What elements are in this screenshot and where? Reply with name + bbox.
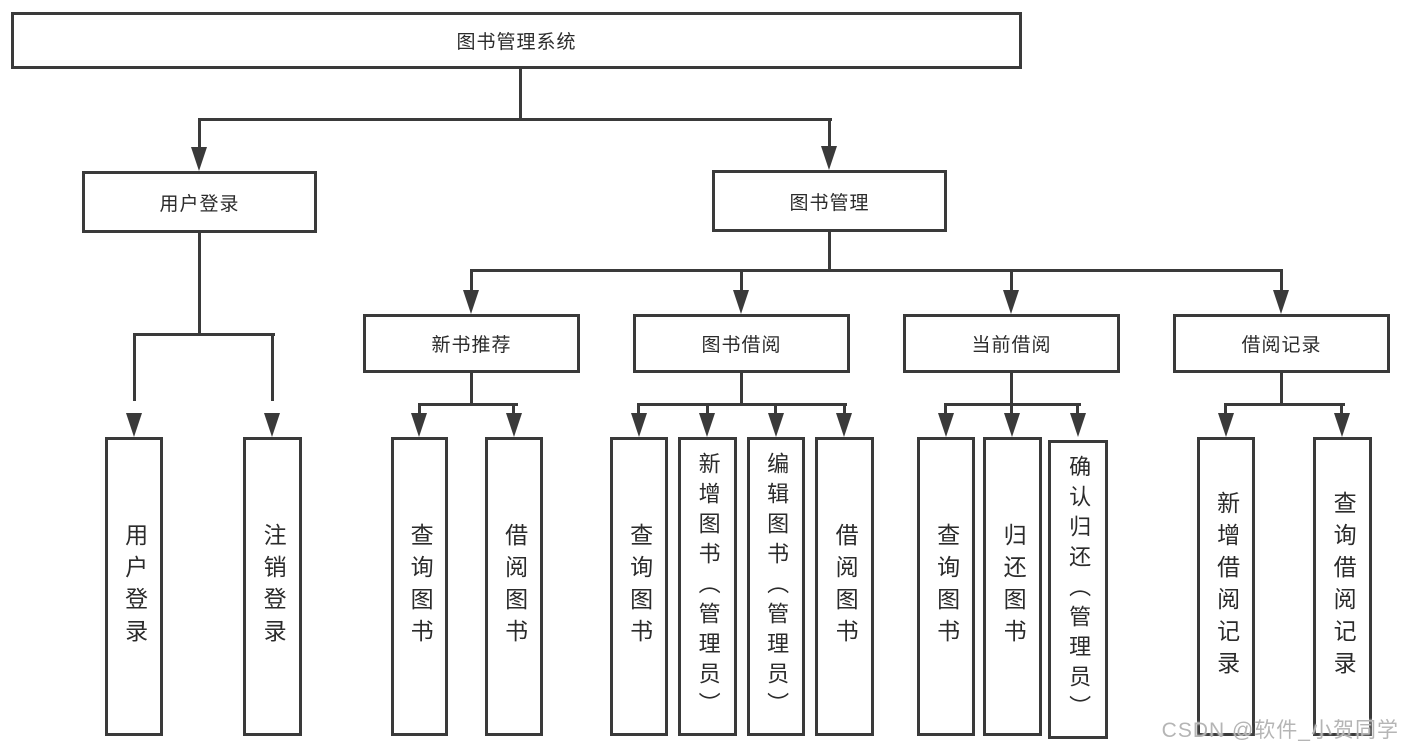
- edge-book-borrow-trunk: [740, 373, 743, 406]
- arrowhead-user-login: [191, 147, 207, 171]
- edge-root-trunk: [519, 69, 522, 121]
- leaf-edit-book-admin-label: 编辑图书（管理员）: [764, 451, 790, 722]
- edge-root-drop-book-mgmt: [828, 118, 831, 150]
- edge-drop: [418, 403, 421, 415]
- arrowhead-new-book: [463, 290, 479, 314]
- arrowhead: [699, 413, 715, 437]
- edge-borrow-record-trunk: [1280, 373, 1283, 406]
- edge-drop-leaf-user-login: [133, 333, 136, 401]
- node-root: 图书管理系统: [11, 12, 1022, 69]
- leaf-user-login: 用户登录: [105, 437, 163, 736]
- leaf-add-borrow-record-label: 新增借阅记录: [1213, 490, 1240, 683]
- leaf-add-book-admin: 新增图书（管理员）: [678, 437, 737, 736]
- edge-book-mgmt-trunk: [828, 232, 831, 272]
- node-borrow-record: 借阅记录: [1173, 314, 1390, 373]
- leaf-borrow-book: 借阅图书: [815, 437, 874, 736]
- node-borrow-record-label: 借阅记录: [1241, 335, 1322, 356]
- edge-new-book-rail: [418, 403, 518, 406]
- node-current-borrow-label: 当前借阅: [971, 335, 1052, 356]
- leaf-query-book-label: 查询图书: [407, 522, 434, 651]
- arrowhead: [506, 413, 522, 437]
- node-current-borrow: 当前借阅: [903, 314, 1120, 373]
- edge-drop-current-borrow: [1010, 269, 1013, 293]
- arrowhead: [1070, 413, 1086, 437]
- leaf-add-borrow-record: 新增借阅记录: [1197, 437, 1255, 736]
- edge-user-login-trunk: [198, 233, 201, 335]
- arrowhead: [1334, 413, 1350, 437]
- edge-borrow-record-rail: [1224, 403, 1345, 406]
- edge-drop: [706, 403, 709, 415]
- node-new-book-recommend-label: 新书推荐: [431, 335, 512, 356]
- arrowhead: [1218, 413, 1234, 437]
- leaf-borrow-book-label: 借阅图书: [501, 522, 528, 651]
- edge-drop: [843, 403, 846, 415]
- node-new-book-recommend: 新书推荐: [363, 314, 580, 373]
- leaf-query-book: 查询图书: [610, 437, 668, 736]
- arrowhead-current-borrow: [1003, 290, 1019, 314]
- edge-drop-new-book: [470, 269, 473, 293]
- node-user-login: 用户登录: [82, 171, 317, 233]
- leaf-query-book: 查询图书: [917, 437, 975, 736]
- arrowhead: [631, 413, 647, 437]
- leaf-query-book-label: 查询图书: [626, 522, 653, 651]
- node-book-mgmt: 图书管理: [712, 170, 947, 232]
- arrowhead: [1004, 413, 1020, 437]
- edge-drop: [1076, 403, 1079, 415]
- edge-drop: [944, 403, 947, 415]
- leaf-query-borrow-record: 查询借阅记录: [1313, 437, 1372, 736]
- edge-drop-book-borrow: [740, 269, 743, 293]
- edge-drop: [774, 403, 777, 415]
- arrowhead-borrow-record: [1273, 290, 1289, 314]
- leaf-borrow-book-label: 借阅图书: [832, 522, 859, 651]
- arrowhead: [411, 413, 427, 437]
- leaf-edit-book-admin: 编辑图书（管理员）: [747, 437, 805, 736]
- edge-drop: [1224, 403, 1227, 415]
- edge-drop-borrow-record: [1280, 269, 1283, 293]
- leaf-logout-label: 注销登录: [260, 522, 287, 651]
- arrowhead-book-borrow: [733, 290, 749, 314]
- edge-drop: [1010, 403, 1013, 415]
- arrowhead-leaf-user-login: [126, 413, 142, 437]
- edge-root-rail: [198, 118, 832, 121]
- edge-drop: [637, 403, 640, 415]
- leaf-add-book-admin-label: 新增图书（管理员）: [695, 451, 721, 722]
- edge-current-borrow-trunk: [1010, 373, 1013, 406]
- edge-root-drop-user-login: [198, 118, 201, 151]
- leaf-logout: 注销登录: [243, 437, 302, 736]
- edge-book-borrow-rail: [637, 403, 847, 406]
- leaf-borrow-book: 借阅图书: [485, 437, 543, 736]
- arrowhead: [938, 413, 954, 437]
- node-book-mgmt-label: 图书管理: [789, 192, 870, 214]
- leaf-query-book: 查询图书: [391, 437, 448, 736]
- leaf-return-book-label: 归还图书: [1000, 522, 1027, 651]
- arrowhead-leaf-logout: [264, 413, 280, 437]
- node-book-borrow: 图书借阅: [633, 314, 850, 373]
- arrowhead: [768, 413, 784, 437]
- arrowhead: [836, 413, 852, 437]
- edge-drop: [512, 403, 515, 415]
- arrowhead-book-mgmt: [821, 146, 837, 170]
- leaf-confirm-return-admin: 确认归还（管理员）: [1048, 440, 1108, 739]
- node-user-login-label: 用户登录: [159, 193, 240, 215]
- node-book-borrow-label: 图书借阅: [701, 335, 782, 356]
- csdn-watermark: CSDN @软件_小贺同学: [1161, 719, 1399, 742]
- edge-drop: [1340, 403, 1343, 415]
- leaf-confirm-return-admin-label: 确认归还（管理员）: [1066, 454, 1092, 725]
- edge-user-login-rail: [133, 333, 275, 336]
- edge-drop-leaf-logout: [271, 333, 274, 401]
- leaf-user-login-label: 用户登录: [121, 522, 148, 651]
- node-root-label: 图书管理系统: [456, 32, 577, 53]
- edge-book-mgmt-rail: [470, 269, 1283, 272]
- leaf-query-borrow-record-label: 查询借阅记录: [1330, 490, 1357, 683]
- edge-new-book-trunk: [470, 373, 473, 406]
- leaf-return-book: 归还图书: [983, 437, 1042, 736]
- leaf-query-book-label: 查询图书: [933, 522, 960, 651]
